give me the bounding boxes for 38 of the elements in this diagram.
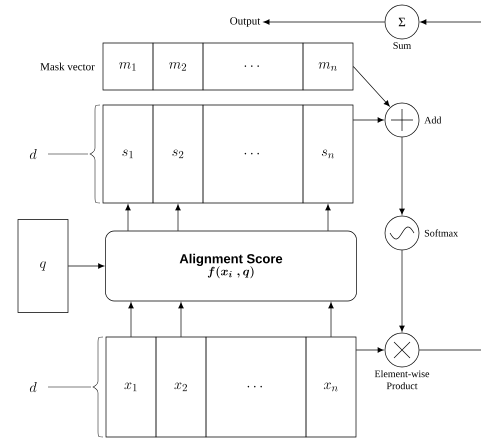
vector-cell: $m_{1}$: [102, 42, 154, 90]
arrow: [328, 302, 334, 337]
node-caption: Sum: [394, 42, 412, 49]
arrow: [399, 250, 405, 332]
arrow: [420, 19, 481, 25]
arrow: [263, 19, 385, 25]
vector-cell: $\cdots$: [202, 42, 304, 90]
vector-cell: $\cdots$: [206, 336, 306, 438]
process-box: Alignment Score $f(x_{i}\;,q)$: [105, 230, 357, 302]
vector-cell: $x_{2}$: [156, 336, 206, 438]
dimension-label: $d$: [30, 382, 37, 392]
output-label: Output: [230, 17, 260, 27]
arrow: [399, 137, 405, 215]
vector-cell: $x_{1}$: [106, 336, 156, 438]
vector-cell: $x_{n}$: [306, 336, 356, 438]
operator-circle: [384, 102, 420, 138]
arrow: [356, 347, 384, 353]
arrow: [353, 117, 384, 123]
arrow: [68, 263, 104, 269]
arrow: [128, 302, 134, 337]
vector-cell: $s_{2}$: [152, 104, 204, 204]
arrow: [125, 204, 131, 231]
node-caption: Element-wise Product: [374, 370, 430, 390]
vector-cell: $\cdots$: [202, 104, 304, 204]
arrow: [325, 204, 331, 231]
arrow: [353, 66, 390, 107]
vector-cell: $s_{n}$: [302, 104, 354, 204]
node-caption: Add: [424, 116, 442, 124]
query-box: $q$: [18, 219, 68, 313]
operator-circle: [384, 216, 420, 250]
dimension-label: $d$: [30, 149, 37, 160]
arrow: [178, 302, 184, 337]
vector-cell: $m_{n}$: [302, 42, 354, 90]
node-caption: Softmax: [424, 229, 458, 237]
operator-circle: [384, 332, 420, 368]
vector-cell: $s_{1}$: [102, 104, 154, 204]
arrow: [175, 204, 181, 231]
vector-cell: $m_{2}$: [152, 42, 204, 90]
